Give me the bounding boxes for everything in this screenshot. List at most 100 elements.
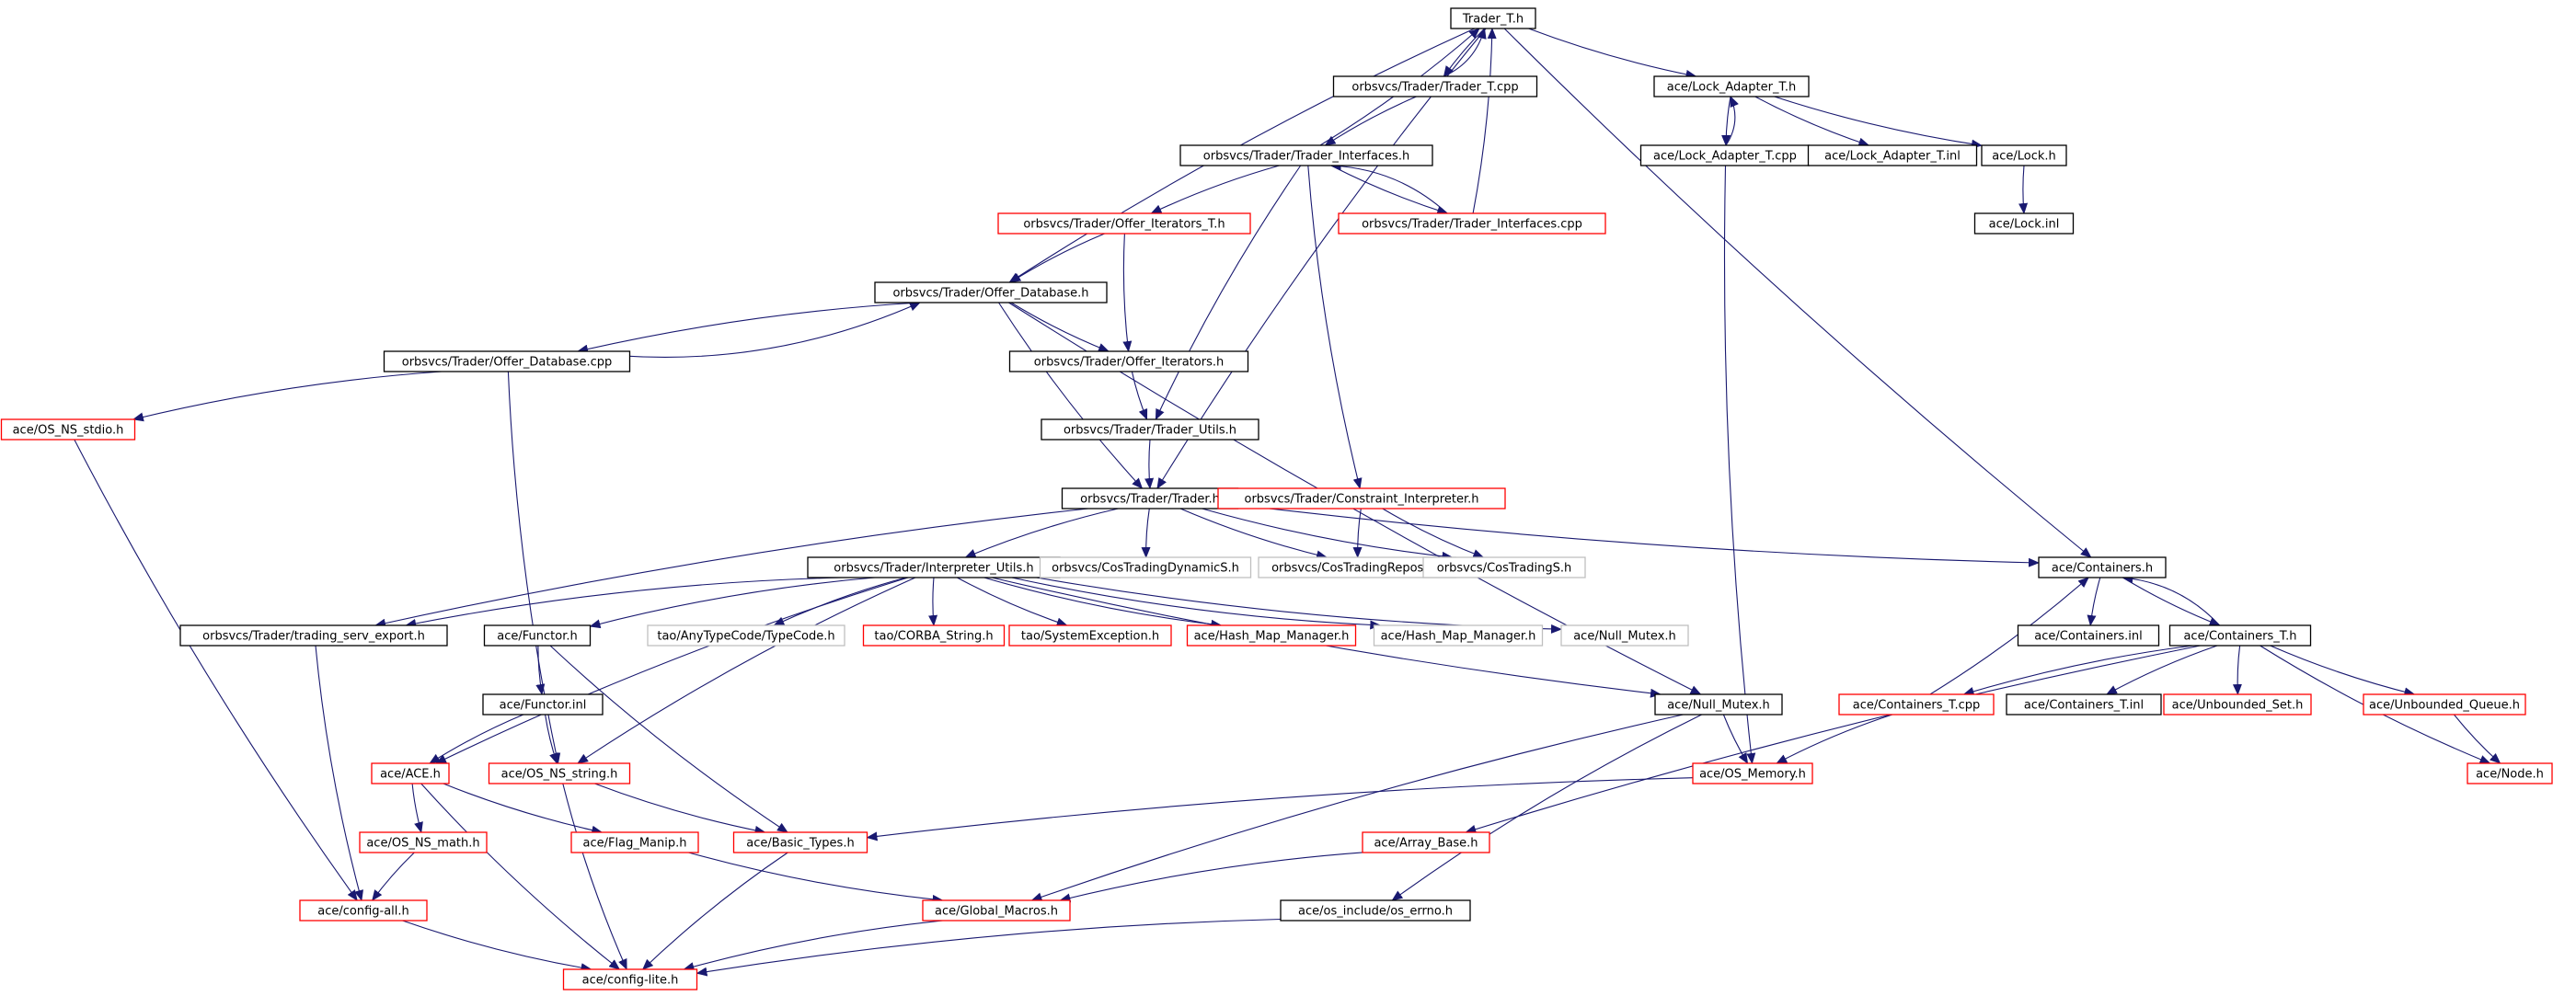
- node-box: [922, 899, 1071, 922]
- node-hash-map-manager-h-red[interactable]: ace/Hash_Map_Manager.h: [1186, 624, 1357, 647]
- node-offer-iterators-h[interactable]: orbsvcs/Trader/Offer_Iterators.h: [1008, 350, 1249, 372]
- node-lock-h[interactable]: ace/Lock.h: [1981, 144, 2067, 166]
- node-hash-map-manager-h-ext[interactable]: ace/Hash_Map_Manager.h: [1373, 624, 1544, 647]
- edge-os-memory-h-to-basic-types-h: [866, 777, 1694, 841]
- node-label: ace/Basic_Types.h: [746, 837, 854, 851]
- node-unbounded-queue-h[interactable]: ace/Unbounded_Queue.h: [2363, 693, 2526, 716]
- edge-containers-t-cpp-to-containers-h: [1929, 577, 2089, 695]
- node-global-macros-h[interactable]: ace/Global_Macros.h: [922, 899, 1071, 922]
- node-basic-types-h[interactable]: ace/Basic_Types.h: [732, 831, 868, 853]
- node-label: orbsvcs/Trader/Trader.h: [1080, 493, 1220, 507]
- node-os-ns-string-h[interactable]: ace/OS_NS_string.h: [488, 762, 631, 784]
- node-unbounded-set-h[interactable]: ace/Unbounded_Set.h: [2163, 693, 2312, 716]
- edge-containers-h-to-containers-inl: [2087, 577, 2101, 626]
- node-containers-t-cpp[interactable]: ace/Containers_T.cpp: [1838, 693, 1995, 716]
- node-label: orbsvcs/CosTradingDynamicS.h: [1052, 562, 1239, 576]
- node-null-mutex-h[interactable]: ace/Null_Mutex.h: [1654, 693, 1783, 716]
- node-label: orbsvcs/Trader/Trader_Utils.h: [1064, 424, 1236, 438]
- edge-trader-interfaces-h-to-trader-utils-h: [1155, 165, 1302, 420]
- edge-interpreter-utils-h-to-hash-map-manager-h-ext: [1011, 577, 1382, 630]
- node-label: orbsvcs/Trader/Offer_Iterators_T.h: [1023, 218, 1225, 232]
- node-containers-h[interactable]: ace/Containers.h: [2038, 556, 2167, 578]
- node-label: orbsvcs/Trader/Offer_Database.cpp: [402, 356, 612, 370]
- node-costradingreposs-h[interactable]: orbsvcs/CosTradingReposS.h: [1258, 556, 1456, 578]
- node-box: [0, 418, 136, 441]
- node-interpreter-utils-h[interactable]: orbsvcs/Trader/Interpreter_Utils.h: [807, 556, 1061, 578]
- node-box: [732, 831, 868, 853]
- edge-constraint-interpreter-h-to-costradings-h: [1382, 508, 1485, 558]
- edge-layer: [74, 28, 2501, 977]
- node-label: ace/Unbounded_Queue.h: [2369, 699, 2520, 713]
- node-trader-utils-h[interactable]: orbsvcs/Trader/Trader_Utils.h: [1041, 418, 1259, 441]
- node-lock-adapter-t-h[interactable]: ace/Lock_Adapter_T.h: [1653, 75, 1810, 97]
- edge-trader-h-to-costradingreposs-h: [1179, 508, 1328, 560]
- edge-ace-h-to-os-ns-math-h: [411, 783, 423, 833]
- node-box: [1653, 75, 1810, 97]
- node-corba-string-h[interactable]: tao/CORBA_String.h: [862, 624, 1006, 647]
- edge-trader-interfaces-cpp-to-trader-t-h: [1472, 28, 1497, 214]
- node-trader-interfaces-cpp[interactable]: orbsvcs/Trader/Trader_Interfaces.cpp: [1338, 212, 1606, 235]
- edge-lock-h-to-lock-inl: [2018, 165, 2029, 214]
- node-os-errno-h[interactable]: ace/os_include/os_errno.h: [1280, 899, 1471, 922]
- node-trader-t-h[interactable]: Trader_T.h: [1450, 7, 1536, 29]
- node-constraint-interpreter-h[interactable]: orbsvcs/Trader/Constraint_Interpreter.h: [1217, 487, 1506, 509]
- node-label: ace/config-all.h: [317, 905, 409, 919]
- node-box: [1692, 762, 1813, 784]
- node-os-ns-math-h[interactable]: ace/OS_NS_math.h: [359, 831, 488, 853]
- node-offer-database-cpp[interactable]: orbsvcs/Trader/Offer_Database.cpp: [383, 350, 631, 372]
- node-lock-inl[interactable]: ace/Lock.inl: [1973, 212, 2075, 235]
- node-box: [2363, 693, 2526, 716]
- node-os-ns-stdio-h[interactable]: ace/OS_NS_stdio.h: [0, 418, 136, 441]
- node-label: ace/Functor.h: [497, 630, 577, 644]
- node-box: [1807, 144, 1978, 166]
- edge-trader-h-to-costradingdynamics-h: [1141, 508, 1151, 558]
- node-offer-iterators-t-h[interactable]: orbsvcs/Trader/Offer_Iterators_T.h: [997, 212, 1251, 235]
- node-functor-inl[interactable]: ace/Functor.inl: [482, 693, 604, 716]
- edge-interpreter-utils-h-to-systemexception-h: [957, 577, 1068, 627]
- node-flag-manip-h[interactable]: ace/Flag_Manip.h: [570, 831, 699, 853]
- node-box: [2168, 624, 2312, 647]
- node-box: [997, 212, 1251, 235]
- edge-containers-t-h-to-containers-t-inl: [2106, 645, 2218, 695]
- node-lock-adapter-t-cpp[interactable]: ace/Lock_Adapter_T.cpp: [1639, 144, 1811, 166]
- node-containers-t-h[interactable]: ace/Containers_T.h: [2168, 624, 2312, 647]
- node-containers-inl[interactable]: ace/Containers.inl: [2017, 624, 2160, 647]
- edge-functor-inl-to-os-ns-string-h: [545, 714, 558, 764]
- node-array-base-h[interactable]: ace/Array_Base.h: [1362, 831, 1490, 853]
- node-anytypecode-h[interactable]: tao/AnyTypeCode/TypeCode.h: [647, 624, 845, 647]
- node-label: ace/Containers_T.h: [2183, 630, 2296, 644]
- node-systemexception-h[interactable]: tao/SystemException.h: [1008, 624, 1172, 647]
- node-box: [482, 693, 604, 716]
- edge-trader-t-h-to-trader-t-cpp: [1443, 28, 1485, 77]
- node-trader-t-cpp[interactable]: orbsvcs/Trader/Trader_T.cpp: [1332, 75, 1538, 97]
- node-label: ace/Lock_Adapter_T.inl: [1824, 150, 1961, 164]
- node-costradings-h[interactable]: orbsvcs/CosTradingS.h: [1422, 556, 1586, 578]
- node-label: orbsvcs/Trader/Trader_Interfaces.h: [1203, 150, 1409, 164]
- node-costradingdynamics-h[interactable]: orbsvcs/CosTradingDynamicS.h: [1039, 556, 1252, 578]
- edge-os-ns-stdio-h-to-config-all-h: [74, 439, 358, 901]
- node-os-memory-h[interactable]: ace/OS_Memory.h: [1692, 762, 1813, 784]
- node-trading-serv-export-h[interactable]: orbsvcs/Trader/trading_serv_export.h: [179, 624, 448, 647]
- edge-lock-adapter-t-h-to-lock-adapter-t-cpp: [1721, 96, 1731, 146]
- node-box: [1008, 350, 1249, 372]
- node-box: [1041, 418, 1259, 441]
- node-label: ace/Containers.h: [2052, 562, 2153, 576]
- node-box: [562, 968, 698, 990]
- node-config-lite-h[interactable]: ace/config-lite.h: [562, 968, 698, 990]
- edge-trader-t-h-to-containers-h: [1503, 28, 2092, 558]
- node-null-mutex-h-ext[interactable]: ace/Null_Mutex.h: [1560, 624, 1689, 647]
- node-functor-h[interactable]: ace/Functor.h: [483, 624, 592, 647]
- edge-trader-h-to-interpreter-utils-h: [964, 508, 1119, 558]
- edge-containers-t-h-to-containers-t-cpp: [1962, 645, 2193, 696]
- node-trader-interfaces-h[interactable]: orbsvcs/Trader/Trader_Interfaces.h: [1179, 144, 1433, 166]
- node-lock-adapter-t-inl[interactable]: ace/Lock_Adapter_T.inl: [1807, 144, 1978, 166]
- node-label: ace/Hash_Map_Manager.h: [1381, 630, 1536, 644]
- node-ace-h[interactable]: ace/ACE.h: [371, 762, 450, 784]
- node-offer-database-h[interactable]: orbsvcs/Trader/Offer_Database.h: [874, 281, 1108, 303]
- edge-ace-h-to-config-lite-h: [420, 783, 621, 970]
- node-containers-t-inl[interactable]: ace/Containers_T.inl: [2006, 693, 2162, 716]
- node-node-h[interactable]: ace/Node.h: [2467, 762, 2553, 784]
- node-trader-h[interactable]: orbsvcs/Trader/Trader.h: [1061, 487, 1239, 509]
- node-config-all-h[interactable]: ace/config-all.h: [299, 899, 428, 922]
- node-box: [2017, 624, 2160, 647]
